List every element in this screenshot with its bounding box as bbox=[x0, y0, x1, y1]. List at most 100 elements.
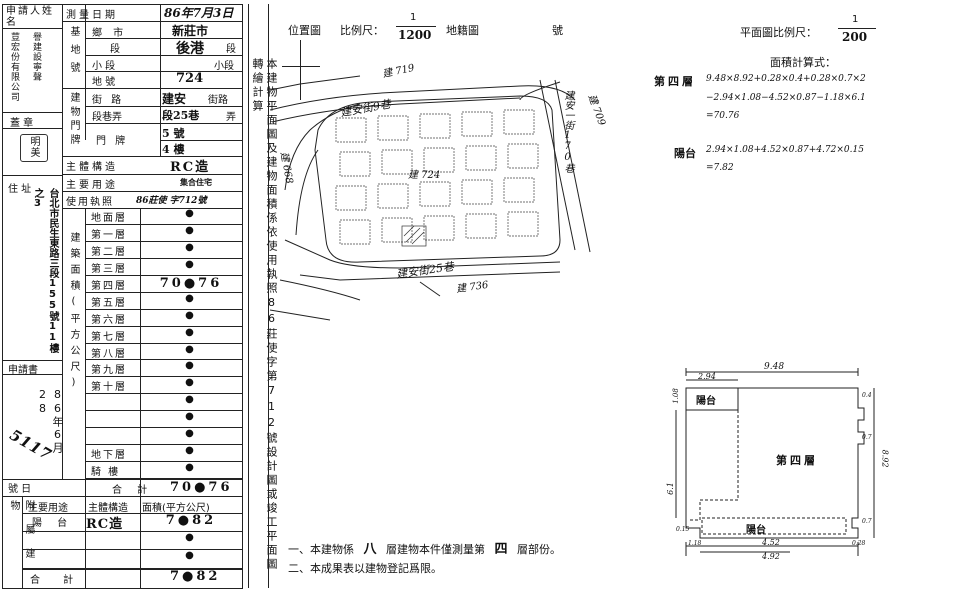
floor-row: ● bbox=[85, 428, 242, 446]
floor-value: ● bbox=[185, 224, 197, 236]
plan-scale-label: 平面圖比例尺： bbox=[740, 26, 817, 39]
calc-floor-line-2: −2.94×1.08−4.52×0.87−1.18×6.1 bbox=[706, 93, 866, 103]
map-label-north-road: 建安街9巷 bbox=[339, 97, 392, 120]
section-value: 後港 bbox=[176, 41, 204, 57]
applicant-name: 荳宏份有限公司 bbox=[9, 32, 19, 102]
seal-text: 明美 bbox=[28, 136, 39, 158]
lot-block bbox=[507, 143, 539, 169]
lot-block bbox=[461, 179, 493, 205]
floor-name: 第一層 bbox=[91, 229, 127, 241]
floor-name: 騎 樓 bbox=[91, 467, 121, 479]
annex-area: ● bbox=[185, 550, 197, 562]
lot-block bbox=[377, 183, 409, 209]
floor-name: 第五層 bbox=[91, 297, 127, 309]
lot-block bbox=[419, 181, 451, 207]
lot-block bbox=[465, 145, 497, 171]
floor-row: 第一層 ● bbox=[85, 225, 242, 242]
annex-label: 附屬建物 bbox=[8, 500, 34, 572]
map-label-east-road: 建安一街170巷 bbox=[562, 90, 573, 173]
floor-row: 第二層● bbox=[85, 242, 242, 259]
annex-area: ● bbox=[185, 531, 197, 543]
applicant-name-2: 譽建設寧聲 bbox=[31, 32, 41, 82]
lot-block bbox=[423, 215, 455, 241]
plan-dim-bottom: 4.52 bbox=[762, 538, 780, 547]
floor-value: ● bbox=[185, 292, 197, 304]
section-suffix: 段 bbox=[226, 44, 236, 55]
floor-name: 第三層 bbox=[91, 263, 127, 275]
registration-form: 申請人姓名 荳宏份有限公司 譽建設寧聲 蓋 章 明美 住 址 台北市民生東路三段… bbox=[0, 0, 244, 592]
footnote-1-mid: 層建物本件僅測量第 bbox=[386, 543, 486, 556]
street-suffix: 街路 bbox=[208, 95, 228, 106]
lot-block bbox=[503, 177, 535, 203]
lot-block bbox=[339, 151, 371, 177]
location-scale-num: 1 bbox=[410, 12, 417, 23]
lot-block bbox=[335, 185, 367, 211]
floor-row: 地下層● bbox=[85, 445, 242, 463]
floor-name: 地面層 bbox=[91, 213, 127, 224]
calc-balcony-line-2: =7.82 bbox=[706, 163, 734, 173]
plan-dim-br: 0.28 bbox=[852, 540, 866, 547]
map-label-lot-719: 建 719 bbox=[381, 62, 416, 81]
plan-dim-top-left: 2.94 bbox=[698, 372, 716, 381]
lot-block bbox=[339, 219, 371, 245]
address-label: 住 址 bbox=[8, 184, 32, 195]
lot-block bbox=[419, 113, 451, 139]
usage-label: 主要用途 bbox=[66, 180, 118, 191]
total-value: 70●76 bbox=[170, 480, 233, 495]
lot-block bbox=[507, 211, 539, 237]
floor-value: ● bbox=[185, 394, 197, 406]
lane-label: 段巷弄 bbox=[92, 112, 122, 123]
floor-value: ● bbox=[185, 343, 197, 355]
floor-row: 地面層 ● bbox=[85, 208, 242, 225]
plan-dim-bottom-total: 4.92 bbox=[762, 552, 780, 561]
map-label-lot-736: 建 736 bbox=[455, 279, 490, 296]
total-label: 合 計 bbox=[112, 485, 154, 496]
floor-value: ● bbox=[185, 462, 197, 474]
floor-name: 第九層 bbox=[91, 365, 127, 377]
lot-block bbox=[377, 115, 409, 141]
floor-row: 騎 樓 ● bbox=[85, 462, 242, 480]
annex-use: 陽 台 bbox=[32, 518, 74, 529]
license-label: 使用執照 bbox=[66, 197, 114, 208]
building-label: 建物門牌 bbox=[68, 92, 79, 148]
plan-scale-den: 200 bbox=[842, 30, 868, 44]
map-label-south-road: 建安街25巷 bbox=[395, 260, 455, 281]
cadastral-no-label: 號 bbox=[552, 24, 563, 37]
lot-block bbox=[465, 213, 497, 239]
floor-name: 第四層 bbox=[91, 280, 127, 292]
floor-row: 第八層● bbox=[85, 344, 242, 361]
address-value: 台北市民生東路三段155號11樓之3 bbox=[32, 188, 58, 353]
street-value: 建安 bbox=[162, 92, 187, 106]
annex-struct: RC造 bbox=[86, 517, 124, 532]
usage-value: 集合住宅 bbox=[180, 177, 212, 187]
annex-header-use: 主要用途 bbox=[28, 503, 68, 514]
floor-value: ● bbox=[185, 208, 197, 219]
annex-total-value: 7●82 bbox=[170, 569, 221, 584]
floor-row: 第五層 ● bbox=[85, 293, 242, 310]
lot-block bbox=[381, 217, 413, 243]
door-label: 門 牌 bbox=[96, 136, 129, 147]
area-label: 建築面積(平方公尺) bbox=[68, 232, 79, 394]
lot-value: 724 bbox=[176, 71, 204, 86]
footnote-1-floor: 四 bbox=[494, 542, 508, 557]
location-scale-den: 1200 bbox=[398, 28, 432, 42]
survey-date-label: 測量日期 bbox=[66, 10, 118, 21]
survey-date: 86年7月3日 bbox=[164, 6, 234, 20]
plan-balcony-top: 陽台 bbox=[696, 396, 716, 407]
floor-name: 第七層 bbox=[91, 331, 127, 343]
township-value: 新莊市 bbox=[172, 24, 209, 38]
floor-name: 第二層 bbox=[91, 246, 127, 258]
calc-floor-line-3: =70.76 bbox=[706, 111, 740, 121]
plan-dim-top: 9.48 bbox=[764, 362, 785, 372]
apply-date: 86年6月28 bbox=[36, 388, 64, 454]
footnote-1-suffix: 層部份。 bbox=[517, 543, 562, 556]
floor-value: ● bbox=[185, 309, 197, 321]
plan-dim-bl2: 1.18 bbox=[688, 540, 702, 547]
footnote-1-floors: 八 bbox=[363, 542, 377, 557]
floor-value: ● bbox=[185, 377, 197, 389]
center-note: 本建物平面圖及建物面積係依使用執照86莊使字第712號設計圖或竣工平面圖轉繪計算 bbox=[251, 58, 278, 572]
structure-label: 主體構造 bbox=[66, 162, 118, 173]
